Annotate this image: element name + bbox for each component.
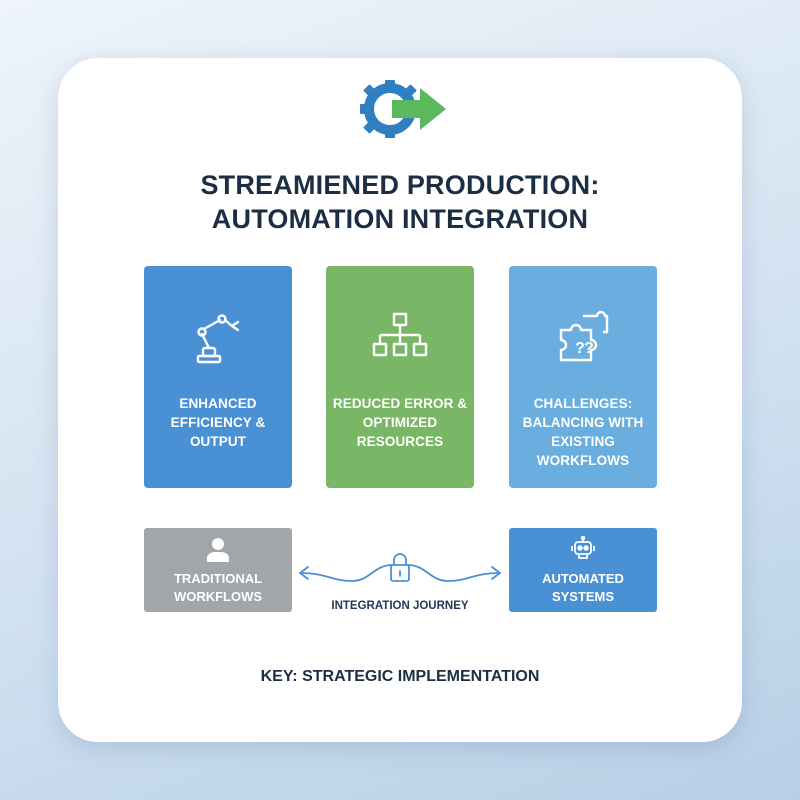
infographic-card: STREAMIENED PRODUCTION: AUTOMATION INTEG… <box>58 58 742 742</box>
automated-systems-box: AUTOMATED SYSTEMS <box>509 528 657 612</box>
traditional-workflows-box: TRADITIONAL WORKFLOWS <box>144 528 292 612</box>
tile-reduced-error: Reduced Error & Optimized Resources <box>326 266 474 488</box>
svg-text:?: ? <box>575 340 585 357</box>
title-line-1: STREAMIENED PRODUCTION: <box>200 170 600 200</box>
title-line-2: AUTOMATION INTEGRATION <box>211 204 589 234</box>
tile-reduced-error-label: Reduced Error & Optimized Resources <box>332 396 468 449</box>
tile-challenges: ? ? CHALLENGES: BALANCING WITH EXISTING … <box>509 266 657 488</box>
lock-icon <box>390 553 410 582</box>
gear-arrow-icon <box>360 80 446 138</box>
tile-challenges-label: CHALLENGES: BALANCING WITH EXISTING WORK… <box>522 396 644 468</box>
tile-efficiency-label: ENHANCED EFFICIENCY & OUTPUT <box>170 396 266 449</box>
automated-systems-label: AUTOMATED SYSTEMS <box>542 571 624 604</box>
person-icon <box>207 538 229 562</box>
key-footer: KEY: STRATEGIC IMPLEMENTATION <box>260 668 540 685</box>
robotic-arm-icon <box>196 314 240 364</box>
integration-journey-connector <box>299 553 501 582</box>
svg-text:?: ? <box>584 340 594 357</box>
tile-efficiency: ENHANCED EFFICIENCY & OUTPUT <box>144 266 292 488</box>
integration-journey-label: INTEGRATION JOURNEY <box>331 600 469 612</box>
traditional-workflows-label: TRADITIONAL WORKFLOWS <box>173 571 263 604</box>
robot-icon <box>571 536 595 559</box>
hierarchy-icon <box>372 312 428 357</box>
puzzle-question-icon: ? ? <box>559 310 609 362</box>
